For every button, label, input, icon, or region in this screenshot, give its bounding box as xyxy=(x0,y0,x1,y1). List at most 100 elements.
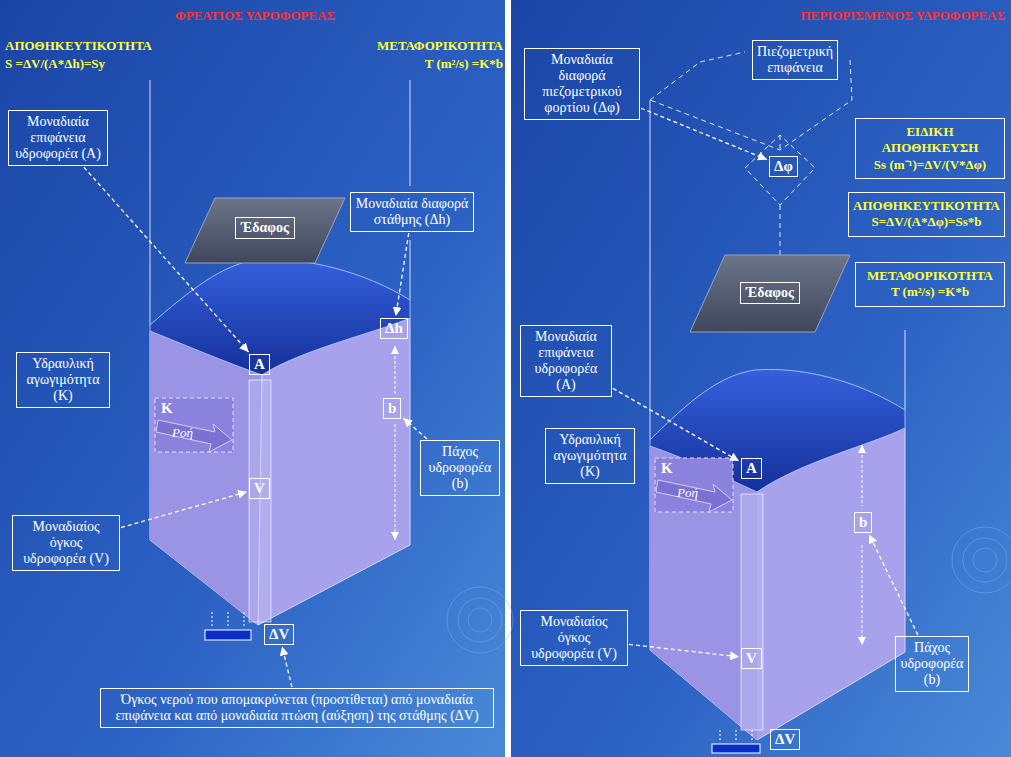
formula-box: ΜΕΤΑΦΟΡΙΚΟΤΗΤΑT (m²/s) =K*b xyxy=(855,262,1005,307)
node-text: S=ΔV/(A*Δφ)=Ss*b xyxy=(853,214,1000,230)
prism-edge xyxy=(410,240,411,300)
node-text: ΔV xyxy=(269,626,289,643)
thickness-arrow xyxy=(862,445,863,506)
drain-lines xyxy=(720,730,752,742)
ground-plane xyxy=(185,198,345,263)
node-text: Δφ xyxy=(774,158,793,175)
flow-arrow xyxy=(156,420,232,452)
callout-box: Μοναδιαία διαφορά στάθμης (Δh) xyxy=(350,192,474,232)
symbol-tag: V xyxy=(741,648,762,669)
leader-arrow xyxy=(282,647,292,688)
piezometric-surface xyxy=(650,52,852,255)
node-text: ΕΙΔΙΚΗ ΑΠΟΘΗΚΕΥΣΗ xyxy=(860,124,1000,157)
symbol-tag: ΔV xyxy=(264,624,294,645)
node-text: Μοναδιαίος όγκος υδροφορέα (V) xyxy=(525,614,623,662)
head-diamond xyxy=(745,135,815,205)
node-text: ΜΕΤΑΦΟΡΙΚΟΤΗΤΑ xyxy=(860,268,1000,284)
formula: S =ΔV/(A*Δh)=Sy xyxy=(5,56,105,72)
note-box: Όγκος νερού που απομακρύνεται (προστίθετ… xyxy=(100,688,494,728)
node-text: Έδαφος xyxy=(241,220,289,236)
unit-column xyxy=(249,380,271,622)
drain-line xyxy=(244,612,245,628)
symbol-tag: A xyxy=(741,458,762,479)
decor-ring xyxy=(447,587,513,653)
drain-line xyxy=(212,612,213,628)
node-text: Μοναδιαία επιφάνεια υδροφορέα (A) xyxy=(13,114,103,162)
thickness-arrow xyxy=(395,424,396,540)
decor-ring xyxy=(468,608,492,632)
symbol-tag: A xyxy=(249,354,270,375)
callout-box: Μοναδιαία επιφάνεια υδροφορέα (A) xyxy=(8,110,108,166)
conductivity-box xyxy=(155,398,233,452)
node-text: V xyxy=(746,650,757,667)
symbol-tag: Δh xyxy=(380,318,408,339)
callout-box: Μοναδιαία επιφάνεια υδροφορέα (A) xyxy=(520,325,612,397)
property-name: ΜΕΤΑΦΟΡΙΚΟΤΗΤΑ xyxy=(377,38,503,54)
node-text: ΑΠΟΘΗΚΕΥΤΙΚΟΤΗΤΑ xyxy=(853,198,1000,214)
node-text: Πάχος υδροφορέα (b) xyxy=(425,444,495,492)
node-text: Μοναδιαία διαφορά στάθμης (Δh) xyxy=(355,196,469,228)
node-text: Ss (m⁻¹)=ΔV/(V*Δφ) xyxy=(860,157,1000,173)
node-text: b xyxy=(388,400,396,417)
property-name: ΑΠΟΘΗΚΕΥΤΙΚΟΤΗΤΑ xyxy=(5,38,152,54)
symbol-label: K xyxy=(161,400,173,417)
callout-box: Πάχος υδροφορέα (b) xyxy=(895,636,969,692)
callout-box: Μοναδιαίος όγκος υδροφορέα (V) xyxy=(12,515,120,571)
node-text: V xyxy=(254,480,265,497)
callout-box: Πάχος υδροφορέα (b) xyxy=(420,440,500,496)
drain-line xyxy=(752,730,753,742)
node-text: ΔV xyxy=(775,731,795,748)
thickness-arrow xyxy=(395,346,396,394)
water-volume-bar xyxy=(205,630,251,640)
symbol-tag: V xyxy=(249,478,270,499)
panel-background xyxy=(0,0,505,757)
node-text: Πιεζομετρική επιφάνεια xyxy=(757,44,833,76)
prism-edge xyxy=(410,80,411,186)
drain-line xyxy=(720,730,721,742)
formula: T (m²/s) =K*b xyxy=(425,56,503,72)
callout-box: Υδραυλική αγωγιμότητα (K) xyxy=(545,428,635,484)
ground-label: Έδαφος xyxy=(235,217,295,239)
node-text: Υδραυλική αγωγιμότητα (K) xyxy=(21,356,105,404)
node-text: Όγκος νερού που απομακρύνεται (προστίθετ… xyxy=(105,692,489,724)
prism-edge xyxy=(905,330,906,410)
leader-arrow xyxy=(641,108,767,159)
leader-arrow xyxy=(869,535,918,636)
water-table xyxy=(150,259,410,375)
ground-label: Έδαφος xyxy=(740,282,800,304)
leader-arrow xyxy=(629,644,739,656)
decor-ring xyxy=(952,527,1011,593)
prism-edge xyxy=(150,80,151,325)
node-text: Μοναδιαίος όγκος υδροφορέα (V) xyxy=(17,519,115,567)
unit-column xyxy=(741,494,763,730)
aquifer-side xyxy=(150,331,262,625)
drain-line xyxy=(228,612,229,628)
conductivity-box xyxy=(655,458,733,512)
thickness-arrow xyxy=(862,545,863,645)
leader-arrow xyxy=(403,418,427,439)
panel-title: ΦΡΕΑΤΙΟΣ ΥΔΡΟΦΟΡΕΑΣ xyxy=(175,8,335,24)
node-text: T (m²/s) =K*b xyxy=(860,284,1000,300)
symbol-tag: ΔV xyxy=(770,729,800,750)
leader-arrow xyxy=(121,492,247,528)
water-volume-bar xyxy=(712,744,760,753)
leader-arrow xyxy=(84,167,249,352)
symbol-tag: b xyxy=(383,398,401,419)
node-text: Πάχος υδροφορέα (b) xyxy=(900,640,964,688)
leader-arrow xyxy=(396,233,409,316)
symbol-label: K xyxy=(661,460,673,477)
node-text: b xyxy=(859,514,867,531)
panel-divider xyxy=(505,0,511,757)
node-text: Υδραυλική αγωγιμότητα (K) xyxy=(550,432,630,480)
flow-arrow xyxy=(656,480,732,512)
leader-arrow xyxy=(613,388,739,461)
callout-box: Μοναδιαίος όγκος υδροφορέα (V) xyxy=(520,610,628,666)
decor-ring xyxy=(973,548,997,572)
panel-background xyxy=(511,0,1011,757)
ground-plane xyxy=(690,255,850,332)
node-text: Μοναδιαία διαφορά πιεζομετρικού φορτίου … xyxy=(529,52,635,116)
node-text: Μοναδιαία επιφάνεια υδροφορέα (A) xyxy=(525,329,607,393)
decor-ring xyxy=(963,538,1007,582)
callout-box: Μοναδιαία διαφορά πιεζομετρικού φορτίου … xyxy=(524,48,640,120)
drain-lines xyxy=(212,612,244,628)
